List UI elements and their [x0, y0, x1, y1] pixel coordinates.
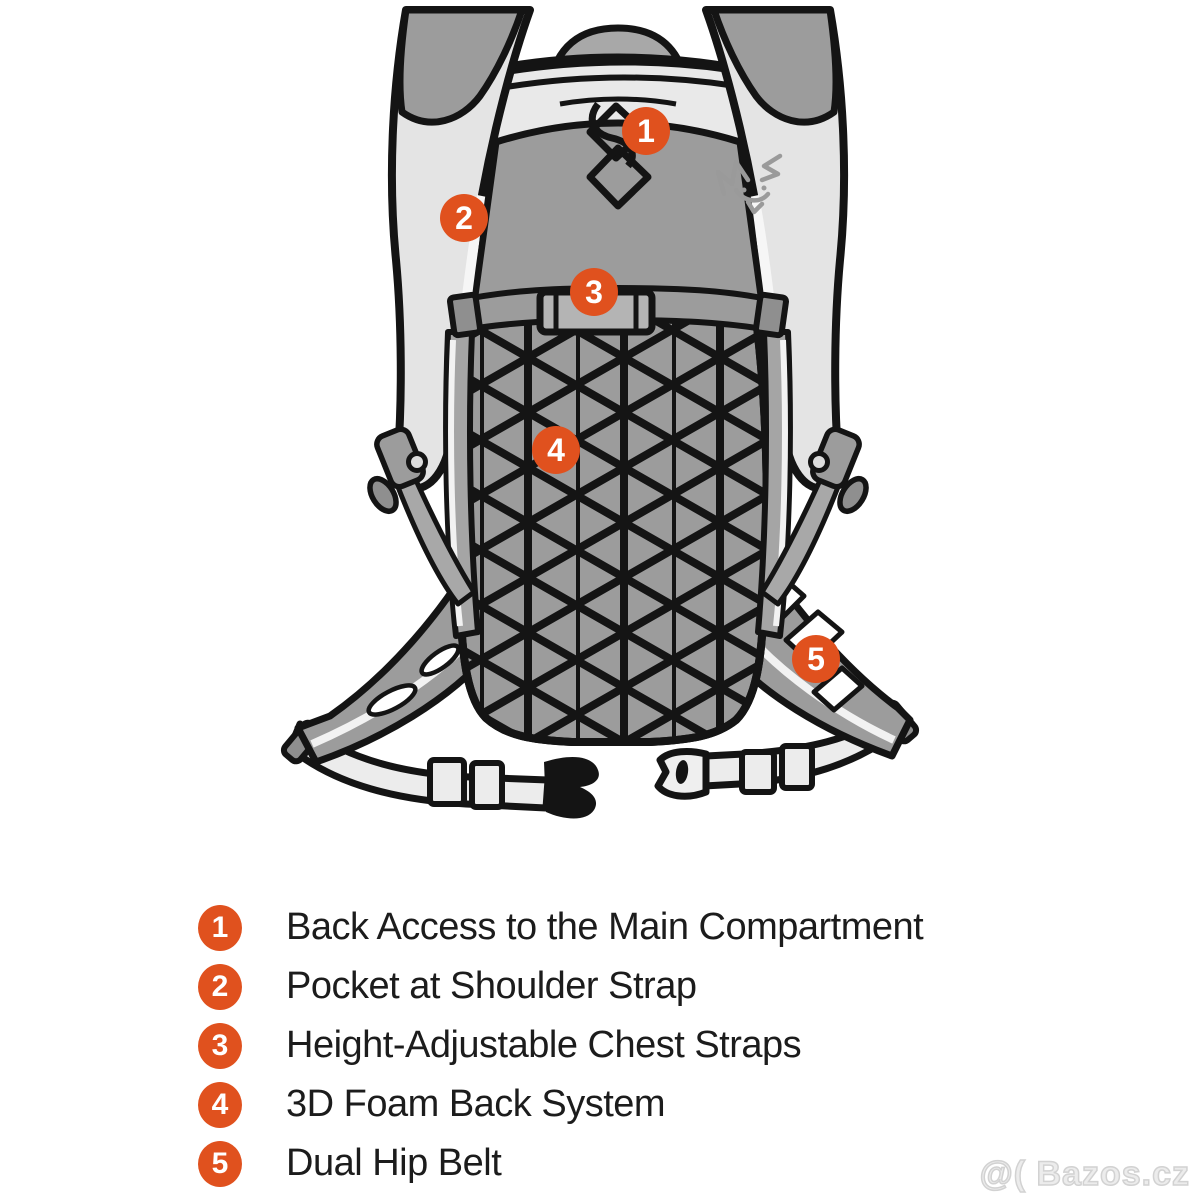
- legend-item-label: Back Access to the Main Compartment: [286, 906, 924, 948]
- brand-logo-icon: [715, 153, 783, 215]
- watermark-bazos: @( Bazos.cz: [979, 1154, 1190, 1194]
- legend-item-label: 3D Foam Back System: [286, 1083, 666, 1125]
- buckle-male-icon: [544, 756, 599, 819]
- svg-text:2: 2: [455, 200, 473, 236]
- back-panel-lattice: [453, 314, 771, 746]
- marker-5: 5: [792, 635, 840, 683]
- svg-text:4: 4: [547, 432, 565, 468]
- legend-item-number-badge: 5: [198, 1140, 242, 1187]
- svg-text:5: 5: [807, 641, 825, 677]
- legend-item-number-badge: 2: [198, 963, 242, 1010]
- legend-item-number-badge: 3: [198, 1022, 242, 1069]
- marker-4: 4: [532, 426, 580, 474]
- legend: 1 Back Access to the Main Compartment 2 …: [198, 904, 924, 1187]
- legend-item-label: Pocket at Shoulder Strap: [286, 965, 697, 1007]
- svg-text:3: 3: [585, 274, 603, 310]
- legend-item: 1 Back Access to the Main Compartment: [198, 904, 924, 951]
- legend-item: 4 3D Foam Back System: [198, 1081, 923, 1128]
- legend-item: 3 Height-Adjustable Chest Straps: [198, 1022, 923, 1069]
- strap-adjuster-left: [367, 426, 477, 607]
- shoulder-strap-right: [702, 6, 849, 493]
- legend-item: 2 Pocket at Shoulder Strap: [198, 963, 923, 1010]
- legend-item: 5 Dual Hip Belt: [198, 1140, 923, 1187]
- legend-item-number-badge: 4: [198, 1081, 242, 1128]
- strap-adjuster-right: [759, 426, 869, 607]
- marker-1: 1: [622, 107, 670, 155]
- legend-item-label: Dual Hip Belt: [286, 1142, 502, 1184]
- legend-item-number-badge: 1: [198, 904, 242, 951]
- marker-3: 3: [570, 268, 618, 316]
- svg-text:1: 1: [637, 113, 655, 149]
- chest-strap: [446, 285, 790, 339]
- marker-2: 2: [440, 194, 488, 242]
- legend-item-label: Height-Adjustable Chest Straps: [286, 1024, 802, 1066]
